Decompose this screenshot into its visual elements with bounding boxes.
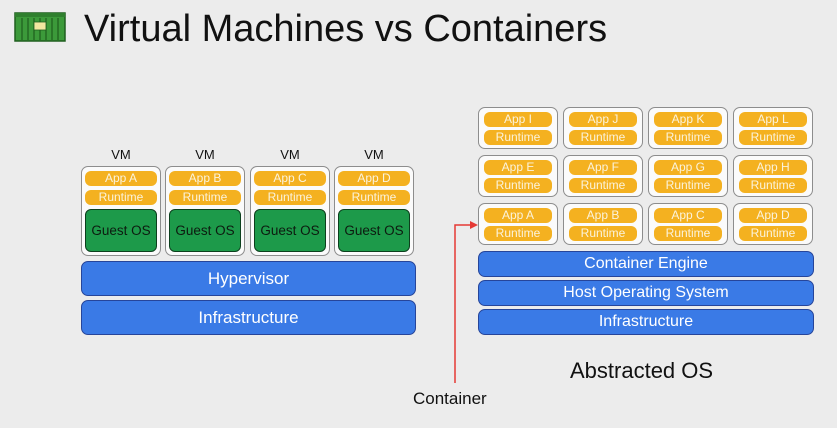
runtime-pill: Runtime xyxy=(338,190,410,205)
app-pill: App I xyxy=(484,112,552,127)
container-box: App C Runtime xyxy=(648,203,728,245)
page-title: Virtual Machines vs Containers xyxy=(84,8,608,50)
vm-label: VM xyxy=(364,147,384,162)
app-pill: App C xyxy=(654,208,722,223)
container-box: App L Runtime xyxy=(733,107,813,149)
container-box: App A Runtime xyxy=(478,203,558,245)
container-box: App E Runtime xyxy=(478,155,558,197)
runtime-pill: Runtime xyxy=(169,190,241,205)
app-pill: App K xyxy=(654,112,722,127)
container-box: App H Runtime xyxy=(733,155,813,197)
container-box: App G Runtime xyxy=(648,155,728,197)
vm-label: VM xyxy=(111,147,131,162)
runtime-pill: Runtime xyxy=(739,130,807,145)
app-pill: App C xyxy=(254,171,326,186)
shipping-container-icon xyxy=(14,12,66,42)
runtime-pill: Runtime xyxy=(569,178,637,193)
app-pill: App F xyxy=(569,160,637,175)
vm-label: VM xyxy=(195,147,215,162)
container-engine-layer: Container Engine xyxy=(478,251,814,277)
app-pill: App B xyxy=(569,208,637,223)
app-pill: App B xyxy=(169,171,241,186)
container-pointer-label: Container xyxy=(413,389,487,408)
app-pill: App A xyxy=(484,208,552,223)
abstracted-os-caption: Abstracted OS xyxy=(570,358,714,383)
runtime-pill: Runtime xyxy=(739,178,807,193)
runtime-pill: Runtime xyxy=(85,190,157,205)
app-pill: App H xyxy=(739,160,807,175)
runtime-pill: Runtime xyxy=(484,130,552,145)
guest-os: Guest OS xyxy=(338,209,410,252)
app-pill: App E xyxy=(484,160,552,175)
vm-box: App C Runtime Guest OS xyxy=(250,166,330,256)
runtime-pill: Runtime xyxy=(654,178,722,193)
runtime-pill: Runtime xyxy=(254,190,326,205)
container-box: App D Runtime xyxy=(733,203,813,245)
guest-os: Guest OS xyxy=(169,209,241,252)
runtime-pill: Runtime xyxy=(739,226,807,241)
guest-os: Guest OS xyxy=(85,209,157,252)
container-box: App F Runtime xyxy=(563,155,643,197)
container-box: App B Runtime xyxy=(563,203,643,245)
container-infrastructure-layer: Infrastructure xyxy=(478,309,814,335)
runtime-pill: Runtime xyxy=(654,226,722,241)
container-pointer-arrow xyxy=(454,221,478,383)
app-pill: App J xyxy=(569,112,637,127)
container-box: App K Runtime xyxy=(648,107,728,149)
vm-box: App A Runtime Guest OS xyxy=(81,166,161,256)
app-pill: App G xyxy=(654,160,722,175)
runtime-pill: Runtime xyxy=(654,130,722,145)
runtime-pill: Runtime xyxy=(484,178,552,193)
app-pill: App A xyxy=(85,171,157,186)
guest-os: Guest OS xyxy=(254,209,326,252)
container-box: App J Runtime xyxy=(563,107,643,149)
vm-infrastructure-layer: Infrastructure xyxy=(81,300,416,335)
app-pill: App L xyxy=(739,112,807,127)
app-pill: App D xyxy=(338,171,410,186)
runtime-pill: Runtime xyxy=(484,226,552,241)
container-box: App I Runtime xyxy=(478,107,558,149)
vm-label: VM xyxy=(280,147,300,162)
vm-box: App D Runtime Guest OS xyxy=(334,166,414,256)
vm-box: App B Runtime Guest OS xyxy=(165,166,245,256)
runtime-pill: Runtime xyxy=(569,226,637,241)
host-os-layer: Host Operating System xyxy=(478,280,814,306)
app-pill: App D xyxy=(739,208,807,223)
hypervisor-layer: Hypervisor xyxy=(81,261,416,296)
runtime-pill: Runtime xyxy=(569,130,637,145)
